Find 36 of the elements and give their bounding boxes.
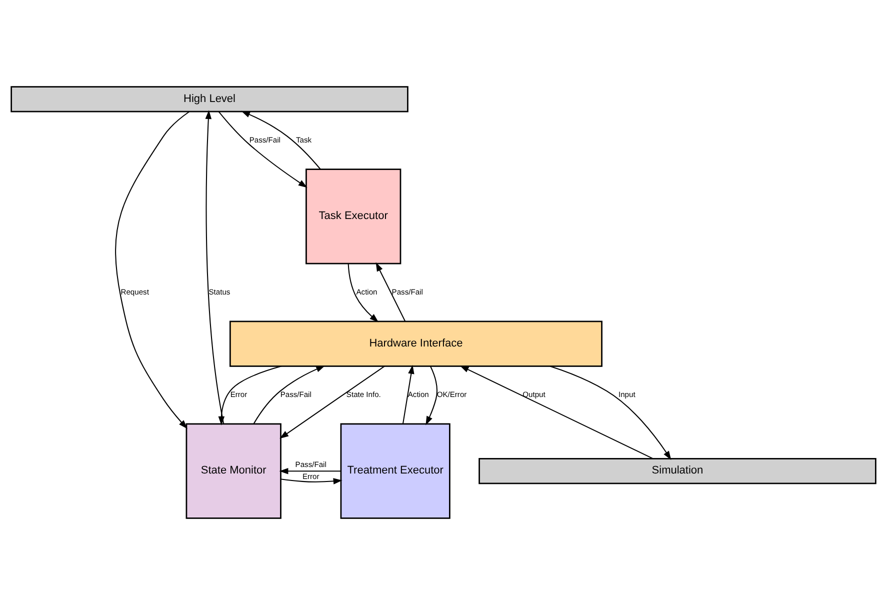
node-box: Hardware Interface <box>229 320 602 366</box>
edge-label: Pass/Fail <box>280 389 312 398</box>
arrow <box>280 478 342 484</box>
arrow <box>376 262 406 322</box>
arrow <box>241 110 321 170</box>
arrow <box>550 365 672 460</box>
arrow <box>253 365 326 424</box>
edge-label: Status <box>208 286 230 296</box>
node-box: Task Executor <box>306 168 402 264</box>
edge-label: Pass/Fail <box>249 134 280 144</box>
node-box: High Level <box>10 86 408 112</box>
arrow <box>218 365 282 425</box>
edge-label: State Info. <box>346 389 381 398</box>
edge-label: Pass/Fail <box>392 286 423 296</box>
arrow <box>218 110 308 188</box>
arrow <box>115 110 190 428</box>
node-box: Treatment Executor <box>340 422 450 518</box>
edge-label: Error <box>302 472 320 481</box>
edge-label: Action <box>408 389 429 398</box>
edge-label: Action <box>356 286 378 296</box>
arrow <box>460 365 654 459</box>
arrow <box>205 110 224 424</box>
edge-label: Request <box>120 286 149 296</box>
node-box: State Monitor <box>186 422 282 518</box>
arrow <box>426 366 438 425</box>
arrow <box>280 365 385 438</box>
arrow <box>348 263 379 322</box>
edge-label: Error <box>230 389 248 398</box>
edge-label: Task <box>296 134 312 144</box>
node-box: Simulation <box>478 458 876 484</box>
arrow <box>402 364 414 424</box>
edge-label: Pass/Fail <box>295 459 326 468</box>
edge-label: OK/Error <box>436 389 467 398</box>
edge-label: Output <box>522 389 546 398</box>
edge-label: Input <box>618 389 636 398</box>
arrow <box>279 467 341 474</box>
